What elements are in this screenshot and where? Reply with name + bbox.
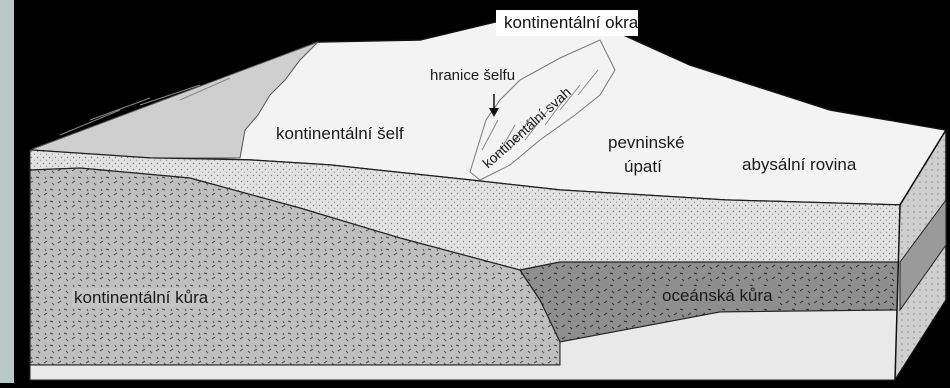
label-abyssal-plain: abysální rovina (742, 156, 856, 173)
diagram-title: kontinentální okra (496, 10, 638, 36)
label-oceanic-crust: oceánská kůra (660, 286, 775, 305)
label-shelf-break: hranice šelfu (430, 68, 515, 83)
label-rise-line2: úpatí (624, 158, 662, 175)
label-continental-shelf: kontinentální šelf (276, 125, 404, 142)
label-rise-line1: pevninské (608, 134, 685, 151)
left-edge-strip (0, 0, 14, 383)
label-continental-crust: kontinentální kůra (72, 288, 210, 307)
